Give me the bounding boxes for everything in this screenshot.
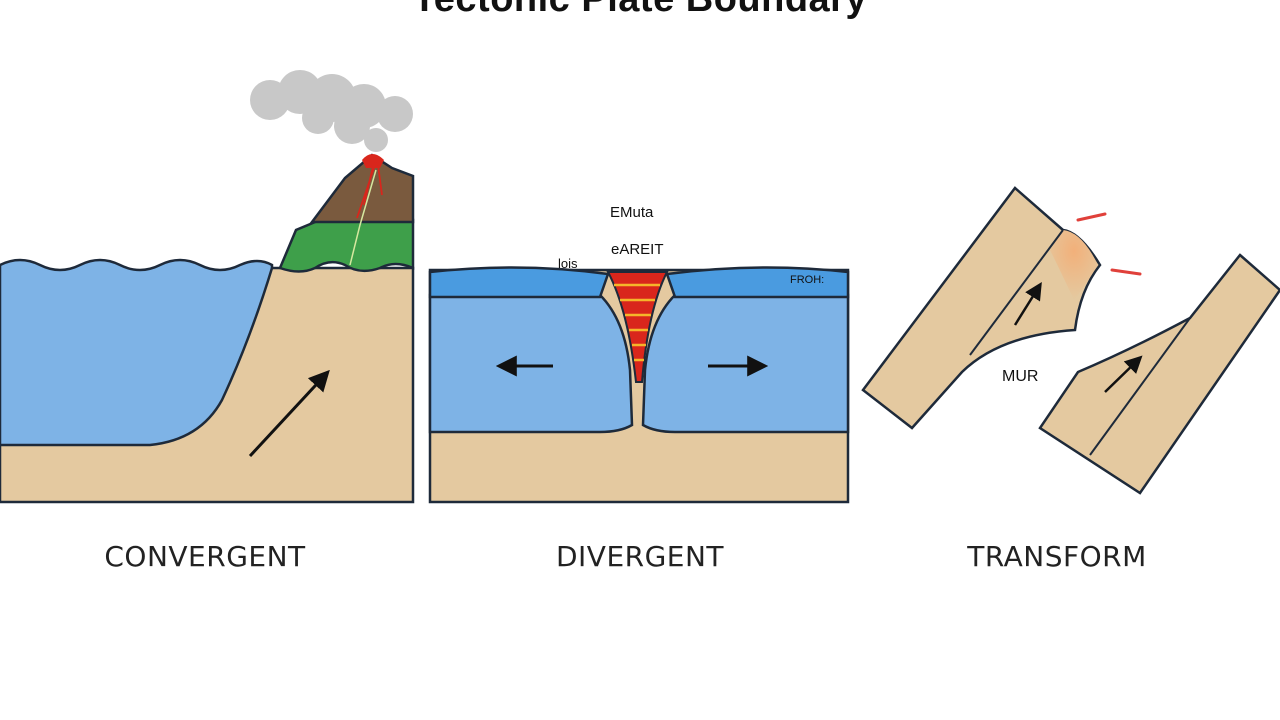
convergent-panel: [0, 70, 415, 504]
heat-zone: [1050, 230, 1098, 300]
lava-icon: [349, 154, 384, 266]
ocean-surface-left: [428, 266, 610, 299]
fault-line: [969, 229, 1064, 356]
magma-stripes: [614, 283, 660, 362]
fault-line: [1089, 317, 1191, 456]
convergent-label: CONVERGENT: [104, 540, 306, 573]
stress-marks: [1076, 212, 1142, 276]
transform-label: TRANSFORM: [967, 540, 1147, 573]
continental-crust: [0, 266, 415, 504]
arrow-icon: [1013, 282, 1042, 326]
smoke-icon: [250, 70, 413, 152]
divergent-panel: [428, 266, 850, 504]
vegetation: [278, 218, 415, 273]
divergent-annotation-3: lois: [558, 256, 578, 271]
right-plate: [1038, 253, 1280, 495]
divergent-annotation-1: EMuta: [610, 204, 654, 221]
diagram-title: Tectonic Plate Boundary: [0, 0, 1280, 21]
right-ocean-plate: [641, 293, 850, 434]
divergent-annotation-4: FROH:: [790, 274, 825, 286]
ocean: [0, 258, 274, 457]
transform-panel: [861, 186, 1280, 495]
volcano: [309, 153, 415, 224]
divergent-label: DIVERGENT: [555, 540, 725, 573]
left-ocean-plate: [428, 293, 634, 434]
arrow-icon: [248, 369, 330, 458]
divergent-annotation-2: eAREIT: [611, 241, 664, 258]
arrow-icon: [1104, 355, 1143, 393]
transform-annotation-1: MUR: [1002, 368, 1039, 385]
